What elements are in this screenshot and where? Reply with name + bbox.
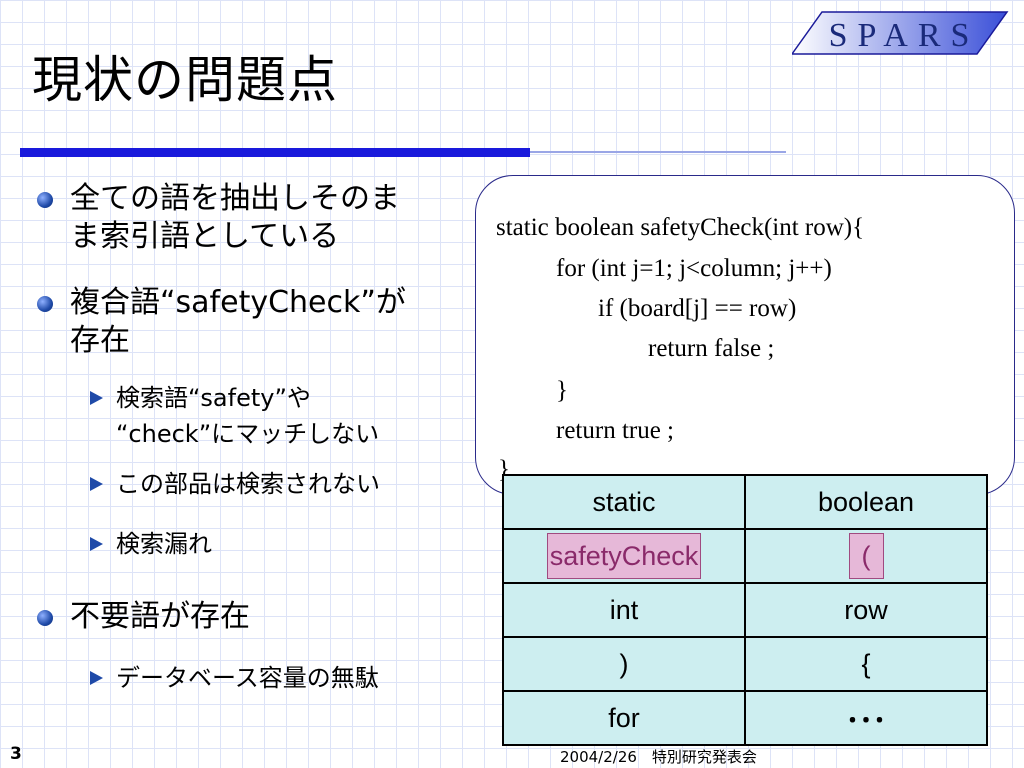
- table-row: int row: [502, 582, 988, 638]
- code-line-2: for (int j=1; j<column; j++): [556, 255, 832, 282]
- table-cell: {: [744, 636, 988, 692]
- sub-bullet-2-1-line-2: “check”にマッチしない: [116, 420, 380, 448]
- bullet-1-line-1: 全ての語を抽出しそのま: [70, 181, 400, 216]
- table-cell: static: [502, 474, 746, 530]
- code-line-5: }: [556, 377, 568, 404]
- bullet-2-line-2: 存在: [70, 323, 130, 358]
- table-cell: (: [744, 528, 988, 584]
- table-row: ) {: [502, 636, 988, 692]
- sub-bullet-3-1-line-1: データベース容量の無駄: [116, 664, 379, 692]
- code-listing: static boolean safetyCheck(int row){ for…: [475, 175, 1015, 495]
- sub-bullet-icon: [90, 391, 103, 405]
- slide-title: 現状の問題点: [32, 51, 338, 109]
- sub-bullet-2-2: この部品は検索されない: [90, 466, 380, 502]
- code-line-1: static boolean safetyCheck(int row){: [496, 214, 865, 241]
- table-row: safetyCheck (: [502, 528, 988, 584]
- table-cell: boolean: [744, 474, 988, 530]
- table-cell: row: [744, 582, 988, 638]
- bullet-1-line-2: ま索引語としている: [70, 219, 340, 254]
- token-table: static boolean safetyCheck ( int row ) {…: [502, 474, 988, 746]
- code-line-4: return false ;: [648, 335, 775, 362]
- code-line-6: return true ;: [556, 417, 675, 444]
- sub-bullet-2-1: 検索語“safety”や “check”にマッチしない: [90, 380, 380, 452]
- footer-text: 2004/2/26 特別研究発表会: [560, 748, 757, 766]
- sub-bullet-2-3-line-1: 検索漏れ: [116, 530, 212, 558]
- sub-bullet-3-1: データベース容量の無駄: [90, 660, 379, 696]
- bullet-3: 不要語が存在: [37, 598, 250, 636]
- sub-bullet-icon: [90, 671, 103, 685]
- table-cell: ･･･: [744, 690, 988, 746]
- bullet-3-line-1: 不要語が存在: [70, 599, 250, 634]
- logo-text: SPARS: [829, 17, 980, 54]
- code-line-3: if (board[j] == row): [598, 295, 797, 322]
- page-number: 3: [10, 744, 22, 764]
- table-cell: int: [502, 582, 746, 638]
- sub-bullet-2-3: 検索漏れ: [90, 526, 212, 562]
- highlighted-token: safetyCheck: [546, 533, 702, 579]
- sub-bullet-icon: [90, 477, 103, 491]
- title-underline-thin: [530, 151, 786, 153]
- sub-bullet-icon: [90, 537, 103, 551]
- bullet-icon: [37, 610, 53, 626]
- table-cell: ): [502, 636, 746, 692]
- spars-logo: SPARS: [790, 10, 1012, 60]
- bullet-icon: [37, 192, 53, 208]
- sub-bullet-2-1-line-1: 検索語“safety”や: [116, 384, 311, 412]
- bullet-2-line-1: 複合語“safetyCheck”が: [70, 285, 406, 320]
- table-row: for ･･･: [502, 690, 988, 746]
- bullet-1: 全ての語を抽出しそのま ま索引語としている: [37, 180, 400, 256]
- sub-bullet-2-2-line-1: この部品は検索されない: [116, 470, 380, 498]
- bullet-icon: [37, 296, 53, 312]
- table-row: static boolean: [502, 474, 988, 530]
- bullet-2: 複合語“safetyCheck”が 存在: [37, 284, 406, 360]
- title-underline: [20, 148, 530, 157]
- highlighted-token: (: [848, 533, 884, 579]
- table-cell: for: [502, 690, 746, 746]
- table-cell: safetyCheck: [502, 528, 746, 584]
